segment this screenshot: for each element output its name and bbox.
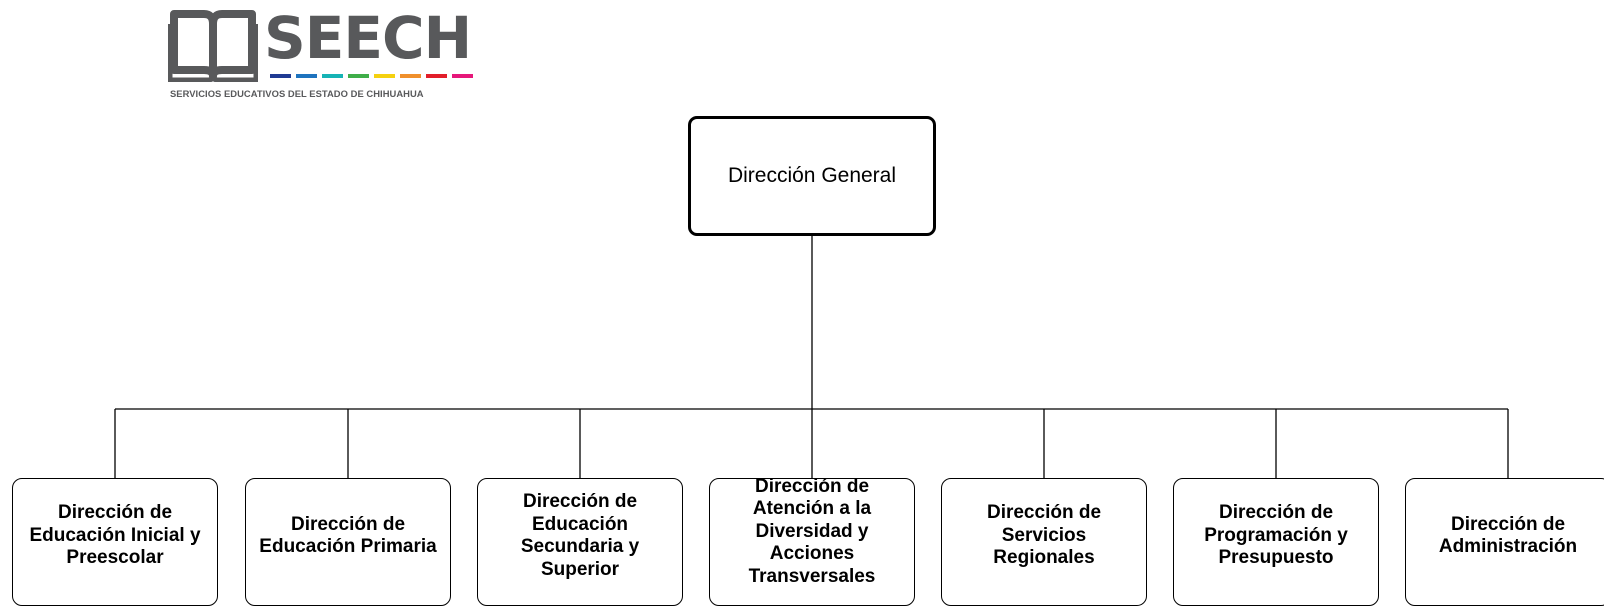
org-node-label: Dirección de Educación Primaria — [259, 513, 437, 558]
open-book-icon — [168, 10, 258, 82]
org-node-child: Dirección de Educación Primaria — [245, 478, 451, 606]
org-node-child: Dirección de Programación y Presupuesto — [1173, 478, 1379, 606]
org-node-child: Dirección de Educación Inicial y Preesco… — [12, 478, 218, 606]
org-node-child: Dirección de Servicios Regionales — [941, 478, 1147, 606]
org-node-label: Dirección de Educación Inicial y Preesco… — [29, 502, 201, 569]
org-node-label: Dirección de Educación Secundaria y Supe… — [520, 491, 640, 580]
logo-stripe — [426, 74, 447, 78]
org-node-label: Dirección de Atención a la Diversidad y … — [748, 475, 876, 587]
logo-stripe — [270, 74, 291, 78]
org-node-root-label: Dirección General — [727, 164, 897, 187]
org-node-child: Dirección de Educación Secundaria y Supe… — [477, 478, 683, 606]
logo-tagline: SERVICIOS EDUCATIVOS DEL ESTADO DE CHIHU… — [170, 88, 424, 99]
org-node-root: Dirección General — [688, 116, 936, 236]
logo-stripe — [374, 74, 395, 78]
org-node-label: Dirección de Programación y Presupuesto — [1204, 502, 1348, 569]
logo-wordmark: SEECH — [264, 4, 472, 72]
logo-stripe — [296, 74, 317, 78]
org-node-child: Dirección de Administración — [1405, 478, 1604, 606]
logo-color-stripes — [270, 74, 473, 78]
logo-stripe — [348, 74, 369, 78]
logo-stripe — [322, 74, 343, 78]
logo-stripe — [452, 74, 473, 78]
connector-lines — [114, 236, 1509, 478]
seech-logo: SEECH SERVICIOS EDUCATIVOS DEL ESTADO DE… — [168, 6, 478, 102]
logo-stripe — [400, 74, 421, 78]
org-node-label: Dirección de Administración — [1438, 513, 1578, 558]
org-node-child: Dirección de Atención a la Diversidad y … — [709, 475, 915, 606]
org-node-label: Dirección de Servicios Regionales — [986, 502, 1102, 569]
